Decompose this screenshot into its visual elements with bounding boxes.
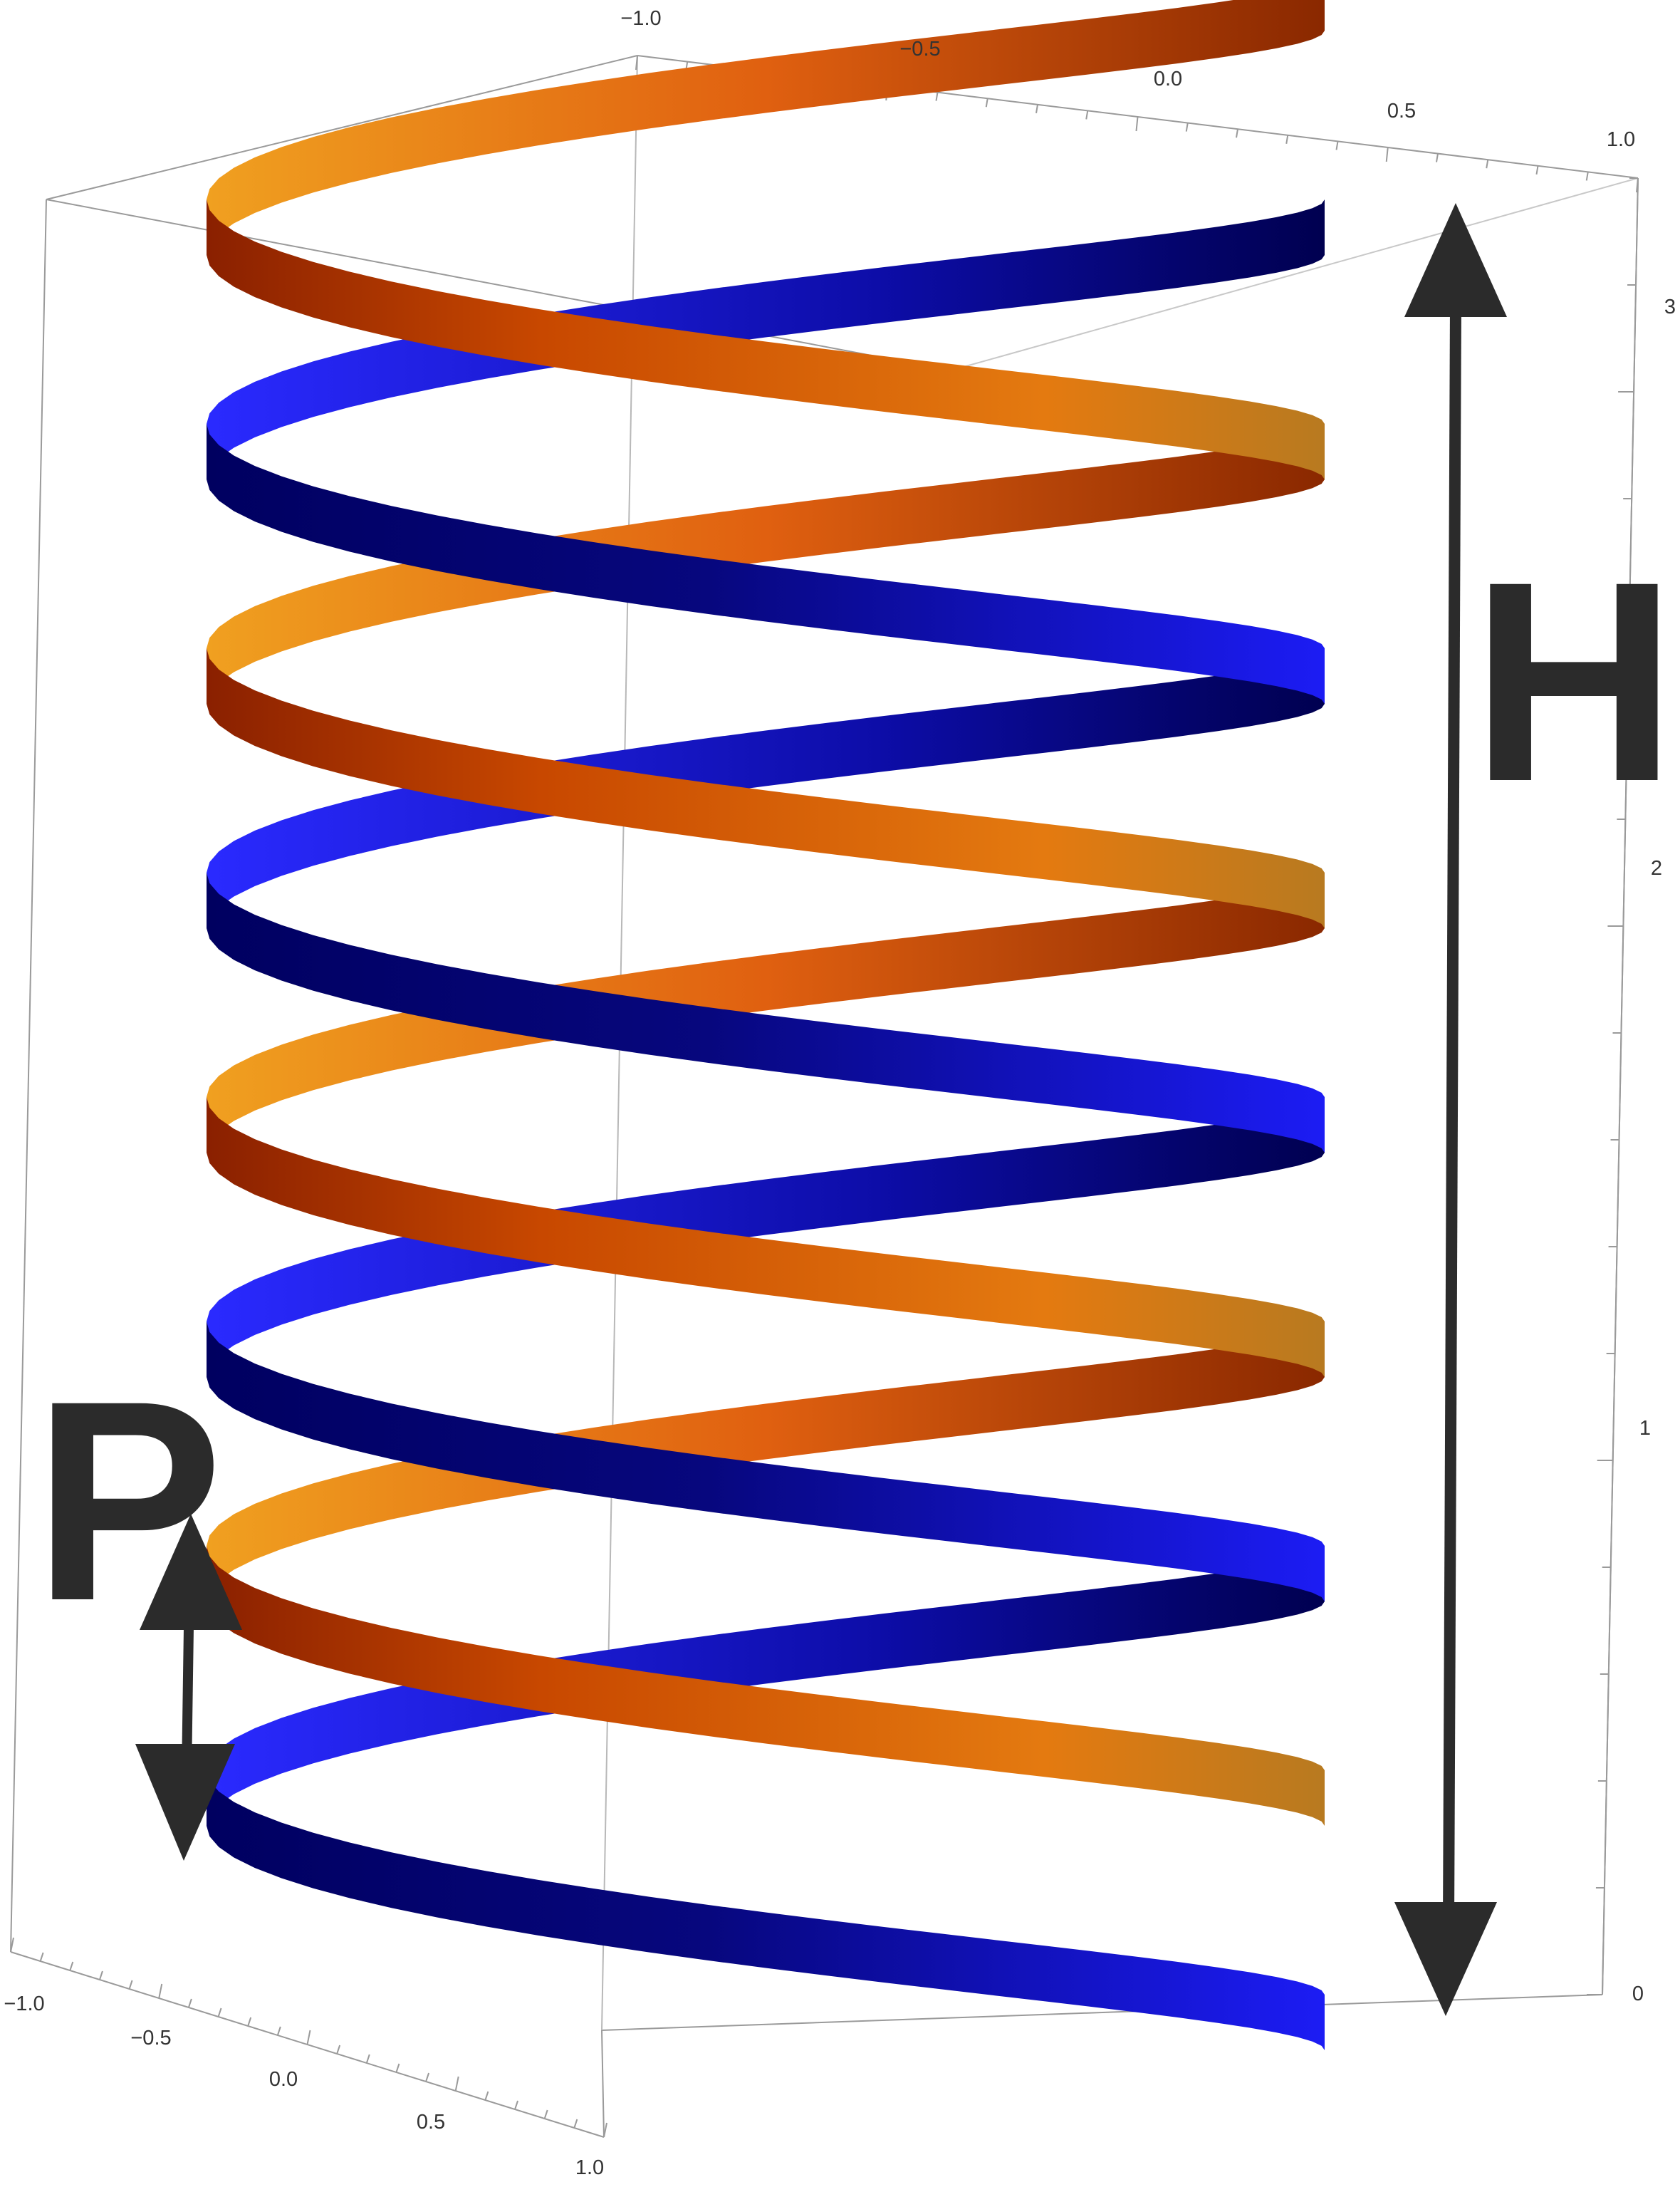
axis-tick-mark (10, 1937, 14, 1953)
y-tick-label: 0.5 (417, 2111, 445, 2134)
blue-helix-front-strand (207, 1770, 1325, 2050)
blue-helix-back-strand (207, 648, 1325, 928)
axis-tick-mark (1285, 135, 1289, 144)
z-tick-label: 2 (1651, 857, 1662, 880)
axis-tick-mark (1636, 177, 1639, 193)
axis-tick-mark (395, 2063, 400, 2073)
blue-helix-back-strand (207, 1546, 1325, 1826)
axis-ticks: −1.0 −0.5 0.0 0.5 1.0 −1.0 −0.5 0.0 0.5 1.0 0 1 2 3 (4, 7, 1676, 2179)
orange-helix-back-strand (207, 0, 1325, 255)
axis-tick-mark (1085, 110, 1089, 120)
orange-helix-front-strand (207, 648, 1325, 928)
box-edge (46, 55, 638, 200)
axis-tick-mark (39, 1952, 44, 1962)
axis-tick-mark (1035, 104, 1038, 113)
blue-helix-back-strand (207, 199, 1325, 479)
axis-tick-mark (1335, 141, 1339, 150)
axis-tick-mark (1535, 165, 1539, 175)
box-edge (10, 199, 47, 1953)
box-edge (1602, 177, 1639, 1995)
double-helix (207, 0, 1325, 2050)
x-tick-label: −1.0 (620, 7, 661, 30)
orange-helix-back-strand (207, 424, 1325, 704)
axis-tick-mark (935, 92, 939, 101)
axis-tick-mark (543, 2109, 548, 2119)
bounding-box (10, 55, 1639, 2138)
box-edge (46, 199, 951, 371)
pitch-arrow (135, 1514, 242, 1861)
axis-tick-mark (365, 2054, 370, 2064)
axis-tick-mark (1385, 147, 1389, 162)
x-tick-label: 1.0 (1607, 128, 1635, 151)
z-tick-label: 0 (1632, 1983, 1644, 2005)
pitch-arrow-top-head (140, 1514, 242, 1630)
axis-tick-mark (1236, 129, 1238, 138)
axis-tick-mark (454, 2076, 459, 2092)
orange-helix-front-strand (207, 1546, 1325, 1826)
axis-tick-mark (603, 2122, 607, 2138)
height-arrow-bottom-head (1394, 1902, 1497, 2016)
z-tick-label: 1 (1639, 1417, 1651, 1440)
blue-helix-front-strand (207, 424, 1325, 704)
axis-tick-mark (1436, 153, 1439, 162)
axis-tick-mark (247, 2017, 252, 2027)
axis-tick-mark (128, 1980, 133, 1990)
x-tick-label: −0.5 (899, 38, 940, 61)
y-tick-label: 0.0 (269, 2068, 298, 2091)
axis-tick-mark (484, 2091, 489, 2101)
y-tick-label: 1.0 (575, 2156, 604, 2179)
blue-helix-front-strand (207, 1321, 1325, 1601)
axis-tick-mark (635, 55, 638, 71)
height-arrow (1394, 203, 1507, 2016)
axis-tick-mark (276, 2026, 281, 2036)
orange-helix-back-strand (207, 1321, 1325, 1601)
axis-tick-mark (985, 98, 988, 108)
axis-tick-mark (306, 2030, 311, 2045)
axis-tick-mark (187, 1998, 192, 2008)
axis-tick-mark (217, 2007, 222, 2017)
height-arrow-top-head (1404, 203, 1507, 317)
box-edge (950, 177, 1639, 371)
axis-tick-mark (425, 2072, 430, 2082)
axis-tick-mark (1585, 172, 1589, 181)
axis-tick-mark (69, 1961, 74, 1971)
orange-helix-front-strand (207, 199, 1325, 479)
y-tick-label: −1.0 (4, 1993, 44, 2015)
axis-tick-mark (1486, 160, 1489, 169)
box-edge (601, 2030, 605, 2138)
axis-tick-mark (514, 2100, 518, 2110)
height-arrow-shaft (1443, 306, 1461, 1924)
axis-tick-mark (336, 2045, 341, 2054)
box-edge (601, 1994, 1603, 2031)
axis-tick-mark (1185, 123, 1189, 132)
y-tick-label: −0.5 (130, 2027, 171, 2050)
axis-tick-mark (99, 1970, 103, 1980)
blue-helix-back-strand (207, 1097, 1325, 1377)
pitch-arrow-bottom-head (135, 1744, 235, 1861)
pitch-label: P (33, 1341, 224, 1660)
height-label: H (1471, 522, 1677, 841)
blue-helix-front-strand (207, 873, 1325, 1153)
orange-helix-front-strand (207, 1097, 1325, 1377)
orange-helix-back-strand (207, 873, 1325, 1153)
axis-tick-mark (1135, 116, 1139, 132)
axis-tick-mark (158, 1983, 163, 1999)
z-tick-label: 3 (1664, 296, 1676, 318)
x-tick-label: 0.5 (1387, 100, 1416, 123)
axis-tick-mark (573, 2119, 578, 2129)
x-tick-label: 0.0 (1154, 68, 1182, 90)
